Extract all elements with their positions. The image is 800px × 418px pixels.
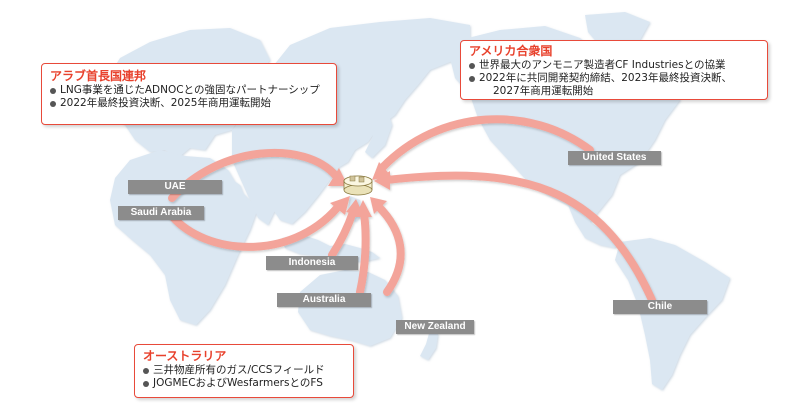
callout-uae-list: LNG事業を通じたADNOCとの強固なパートナーシップ 2022年最終投資決断、… (50, 84, 328, 110)
callout-usa-item-continued: 2027年商用運転開始 (493, 85, 594, 97)
storage-tank-icon (343, 175, 373, 196)
arrow-uae-upper-head (328, 168, 348, 186)
callout-australia-item: 三井物産所有のガス/CCSフィールド (143, 364, 345, 377)
landmass-central-america (575, 222, 620, 248)
country-label-chile: Chile (613, 300, 707, 314)
callout-australia-list: 三井物産所有のガス/CCSフィールド JOGMECおよびWesfarmersとの… (143, 364, 345, 390)
arrow-new-zealand (374, 202, 405, 296)
landmass-india (245, 168, 285, 225)
callout-australia-item: JOGMECおよびWesfarmersとのFS (143, 377, 345, 390)
country-label-united-states: United States (568, 151, 661, 165)
arrow-australia-head (355, 200, 372, 217)
callout-usa-list: 世界最大のアンモニア製造者CF Industriesとの協業 2022年に共同開… (469, 59, 759, 98)
arrow-indonesia (328, 208, 357, 259)
callout-australia-title: オーストラリア (143, 349, 227, 363)
country-label-saudi-arabia: Saudi Arabia (118, 206, 204, 220)
callout-usa: アメリカ合衆国 世界最大のアンモニア製造者CF Industriesとの協業 2… (460, 40, 768, 100)
arrow-united-states (378, 115, 594, 172)
callout-uae-title: アラブ首長国連邦 (50, 69, 147, 83)
landmass-new-zealand (420, 330, 438, 360)
landmass-japan (365, 112, 392, 158)
landmass-australia (298, 270, 402, 346)
callout-usa-title: アメリカ合衆国 (469, 44, 553, 58)
callout-uae-item: 2022年最終投資決断、2025年商用運転開始 (50, 97, 328, 110)
landmass-africa (110, 150, 258, 325)
arrow-new-zealand-head (370, 197, 387, 214)
landmass-indonesia (282, 234, 380, 262)
country-label-indonesia: Indonesia (266, 256, 358, 270)
arrow-saudi-lower (168, 204, 341, 251)
callout-uae: アラブ首長国連邦 LNG事業を通じたADNOCとの強固なパートナーシップ 202… (41, 63, 337, 125)
arrow-chile-head (374, 171, 390, 190)
arrow-chile (383, 171, 656, 304)
arrow-saudi-lower-head (330, 196, 350, 215)
callout-usa-item: 世界最大のアンモニア製造者CF Industriesとの協業 (469, 59, 759, 72)
callout-uae-item: LNG事業を通じたADNOCとの強固なパートナーシップ (50, 84, 328, 97)
country-label-australia: Australia (277, 293, 371, 307)
callout-usa-item: 2022年に共同開発契約締結、2023年最終投資決断、 (469, 72, 759, 85)
country-label-new-zealand: New Zealand (396, 320, 474, 334)
country-label-uae: UAE (128, 180, 222, 194)
arrow-australia (356, 210, 370, 296)
callout-australia: オーストラリア 三井物産所有のガス/CCSフィールド JOGMECおよびWesf… (134, 344, 354, 398)
